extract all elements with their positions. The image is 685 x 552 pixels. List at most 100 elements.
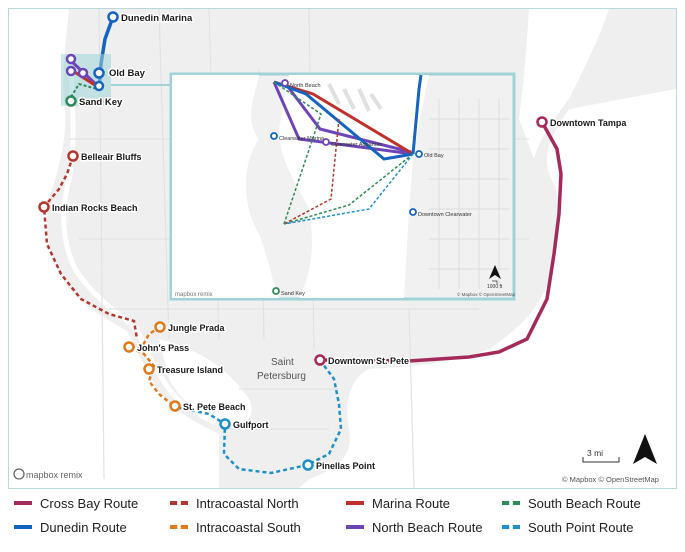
label-downtown-tampa: Downtown Tampa bbox=[550, 118, 627, 128]
label-downtown-st-pete: Downtown St. Pete bbox=[328, 356, 409, 366]
inset-dunedin-route bbox=[273, 80, 414, 161]
intracoastal-south-route-line[interactable] bbox=[128, 325, 175, 407]
legend-swatch bbox=[502, 501, 520, 505]
inset-stop-old-bay-marker[interactable] bbox=[415, 150, 423, 158]
stop-aquarium-mini-marker[interactable] bbox=[77, 67, 89, 79]
cross-bay-route-line[interactable] bbox=[319, 121, 563, 363]
inset-stop-sand-key-marker[interactable] bbox=[272, 287, 280, 295]
clearwater-inset[interactable]: North Beach Clearwater Marina Clearwater… bbox=[169, 72, 516, 301]
label-indian-rocks-beach: Indian Rocks Beach bbox=[52, 203, 138, 213]
legend-label: Dunedin Route bbox=[40, 519, 127, 535]
legend-swatch bbox=[170, 525, 188, 529]
legend-label: Intracoastal South bbox=[196, 519, 301, 535]
legend-item: Dunedin Route bbox=[14, 518, 127, 536]
inset-attribution: © Mapbox © OpenStreetMap bbox=[457, 291, 516, 297]
mapbox-logo-icon bbox=[13, 468, 25, 480]
main-stops bbox=[38, 11, 548, 471]
legend-item: Cross Bay Route bbox=[14, 494, 138, 512]
mapbox-logo: mapbox remix bbox=[13, 468, 83, 480]
label-sand-key: Sand Key bbox=[79, 97, 123, 108]
map-canvas: Dunedin Marina Old Bay Sand Key Belleair… bbox=[9, 9, 676, 488]
stop-sand-key-marker[interactable] bbox=[65, 95, 77, 107]
legend-item: South Point Route bbox=[502, 518, 634, 536]
inset-stop-clearwater-marina-marker[interactable] bbox=[270, 132, 278, 140]
label-gulfport: Gulfport bbox=[233, 420, 269, 430]
stop-treasure-island-marker[interactable] bbox=[143, 363, 155, 375]
inset-stop-aquarium-marker[interactable] bbox=[322, 138, 330, 146]
legend-item: South Beach Route bbox=[502, 494, 641, 512]
inset-scale-label: 1000 ft bbox=[487, 284, 503, 290]
map-attribution: © Mapbox © OpenStreetMap bbox=[562, 475, 659, 484]
stop-old-bay-marker[interactable] bbox=[93, 67, 105, 79]
stop-indian-rocks-beach-marker[interactable] bbox=[38, 201, 50, 213]
stop-north-beach-mini-marker[interactable] bbox=[65, 53, 77, 65]
label-old-bay: Old Bay bbox=[109, 68, 146, 79]
inset-stop-north-beach-marker[interactable] bbox=[281, 79, 289, 87]
label-jungle-prada: Jungle Prada bbox=[168, 323, 226, 333]
label-treasure-island: Treasure Island bbox=[157, 365, 223, 375]
inset-north-arrow-icon bbox=[489, 265, 501, 279]
stop-downtown-st-pete-marker[interactable] bbox=[314, 354, 326, 366]
inset-label-north-beach: North Beach bbox=[290, 83, 321, 89]
legend-label: South Point Route bbox=[528, 519, 634, 535]
stop-jungle-prada-marker[interactable] bbox=[154, 321, 166, 333]
inset-label-clearwater-aquarium: Clearwater Aquarium bbox=[331, 142, 383, 148]
legend-label: Intracoastal North bbox=[196, 495, 299, 511]
legend-label: Marina Route bbox=[372, 495, 451, 511]
legend-label: Cross Bay Route bbox=[40, 495, 139, 511]
city-label-line1: Saint bbox=[271, 357, 294, 368]
inset-label-downtown-clearwater: Downtown Clearwater bbox=[418, 212, 472, 218]
stop-belleair-bluffs-marker[interactable] bbox=[67, 150, 79, 162]
stop-pinellas-point-marker[interactable] bbox=[302, 459, 314, 471]
legend: Cross Bay Route Intracoastal North Marina … bbox=[0, 490, 685, 552]
legend-item: Marina Route bbox=[346, 494, 450, 512]
city-label-line2: Petersburg bbox=[257, 371, 306, 382]
stop-gulfport-marker[interactable] bbox=[219, 418, 231, 430]
stop-st-pete-beach-marker[interactable] bbox=[169, 400, 181, 412]
mapbox-logo-text: mapbox remix bbox=[26, 470, 83, 480]
label-dunedin-marina: Dunedin Marina bbox=[121, 13, 193, 24]
inset-intracoastal-route bbox=[283, 118, 340, 225]
south-point-route-line[interactable] bbox=[174, 359, 343, 475]
stop-downtown-tampa-marker[interactable] bbox=[536, 116, 548, 128]
inset-north-beach-route-2 bbox=[272, 81, 414, 156]
tampa-bay-water bbox=[299, 89, 676, 488]
legend-item: Intracoastal South bbox=[170, 518, 301, 536]
inset-gulf-water bbox=[172, 75, 279, 298]
scale-bar-line bbox=[582, 457, 620, 463]
inset-south-beach-route bbox=[273, 81, 322, 225]
legend-swatch bbox=[346, 501, 364, 505]
legend-label: North Beach Route bbox=[372, 519, 483, 535]
label-st-pete-beach: St. Pete Beach bbox=[183, 402, 246, 412]
intracoastal-north-route-line[interactable] bbox=[42, 155, 139, 340]
stop-downtown-clearwater-mini-marker[interactable] bbox=[93, 80, 105, 92]
label-johns-pass: John's Pass bbox=[137, 343, 189, 353]
mini-south-beach-route bbox=[70, 82, 98, 98]
north-arrow-icon bbox=[633, 434, 657, 464]
legend-item: Intracoastal North bbox=[170, 494, 299, 512]
inset-dunedin-north-route bbox=[411, 74, 423, 155]
inset-scale-bar bbox=[492, 280, 498, 284]
inset-street-grid bbox=[429, 99, 509, 289]
legend-swatch bbox=[502, 525, 520, 529]
label-belleair-bluffs: Belleair Bluffs bbox=[81, 152, 142, 162]
inset-label-old-bay: Old Bay bbox=[424, 153, 444, 159]
legend-swatch bbox=[170, 501, 188, 505]
inset-mapbox-logo: mapbox remix bbox=[175, 292, 213, 298]
inset-stop-downtown-clearwater-marker[interactable] bbox=[409, 208, 417, 216]
inset-south-point-route bbox=[283, 153, 414, 225]
legend-item: North Beach Route bbox=[346, 518, 483, 536]
gulf-water bbox=[9, 9, 219, 488]
stop-clearwater-marina-mini-marker[interactable] bbox=[65, 65, 77, 77]
inset-label-sand-key: Sand Key bbox=[281, 291, 305, 297]
stop-johns-pass-marker[interactable] bbox=[123, 341, 135, 353]
stop-dunedin-marina-marker[interactable] bbox=[107, 11, 119, 23]
legend-swatch bbox=[14, 525, 32, 529]
boca-ciega-bay-water bbox=[159, 339, 252, 425]
route-map[interactable]: Dunedin Marina Old Bay Sand Key Belleair… bbox=[8, 8, 677, 489]
inset-island-fingers bbox=[327, 83, 383, 112]
scale-bar-label: 3 mi bbox=[587, 448, 603, 458]
legend-swatch bbox=[14, 501, 32, 505]
scale-bar: 3 mi bbox=[582, 448, 620, 463]
